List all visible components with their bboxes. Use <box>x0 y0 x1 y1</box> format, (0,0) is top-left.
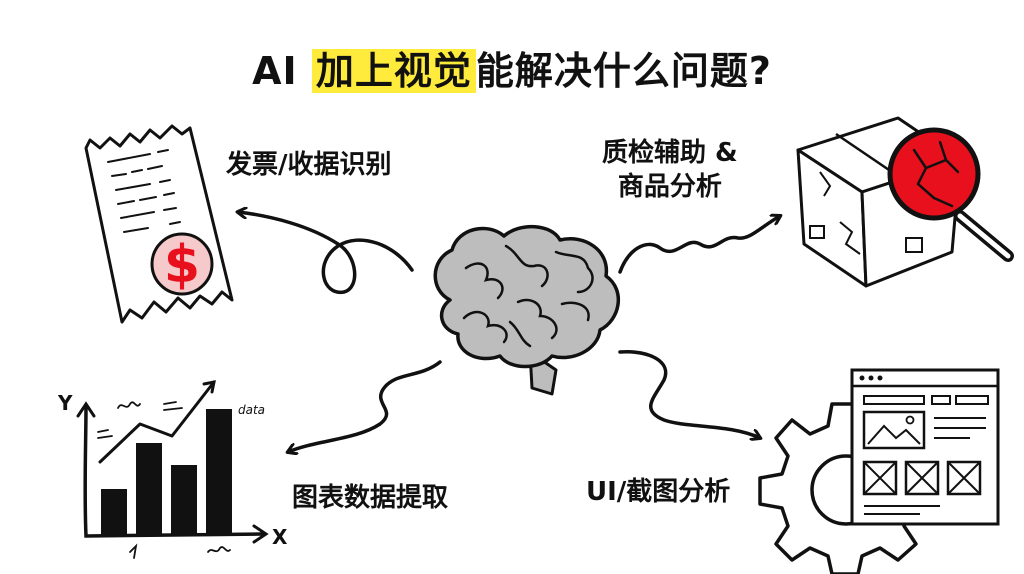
webpage-wireframe-icon <box>850 368 1000 526</box>
ui-analysis-label: UI/截图分析 <box>586 477 731 507</box>
receipt-dollar-symbol: $ <box>164 235 200 295</box>
quality-check-label-line1: 质检辅助 & <box>602 138 738 168</box>
arrow-to-receipt <box>238 212 414 294</box>
title-prefix: AI <box>252 49 312 93</box>
chart-y-axis-label: Y <box>57 391 73 415</box>
quality-check-label-line2: 商品分析 <box>617 172 722 202</box>
chart-data-note: data <box>238 403 265 417</box>
chart-bar-3 <box>171 465 197 535</box>
arrow-to-chart <box>288 360 442 452</box>
brain-icon <box>433 224 621 396</box>
title-highlight: 加上视觉 <box>311 49 476 93</box>
chart-x-axis-label: X <box>272 525 288 549</box>
magnifier-icon <box>887 127 1014 262</box>
chart-trend-line <box>98 380 216 464</box>
title-suffix: 能解决什么问题? <box>475 49 772 93</box>
receipt-icon: $ <box>84 124 234 324</box>
chart-bar-4 <box>206 409 232 535</box>
chart-bar-1 <box>101 489 127 535</box>
chart-extraction-label: 图表数据提取 <box>292 483 449 513</box>
arrow-to-ui <box>618 350 760 438</box>
page-title: AI 加上视觉能解决什么问题? <box>0 40 1024 95</box>
bar-chart-icon: Y X data <box>57 380 288 559</box>
arrow-to-quality-check <box>618 216 780 274</box>
quality-check-label: 质检辅助 & 商品分析 <box>602 136 738 204</box>
chart-bar-2 <box>136 443 162 535</box>
receipt-recognition-label: 发票/收据识别 <box>226 150 392 180</box>
